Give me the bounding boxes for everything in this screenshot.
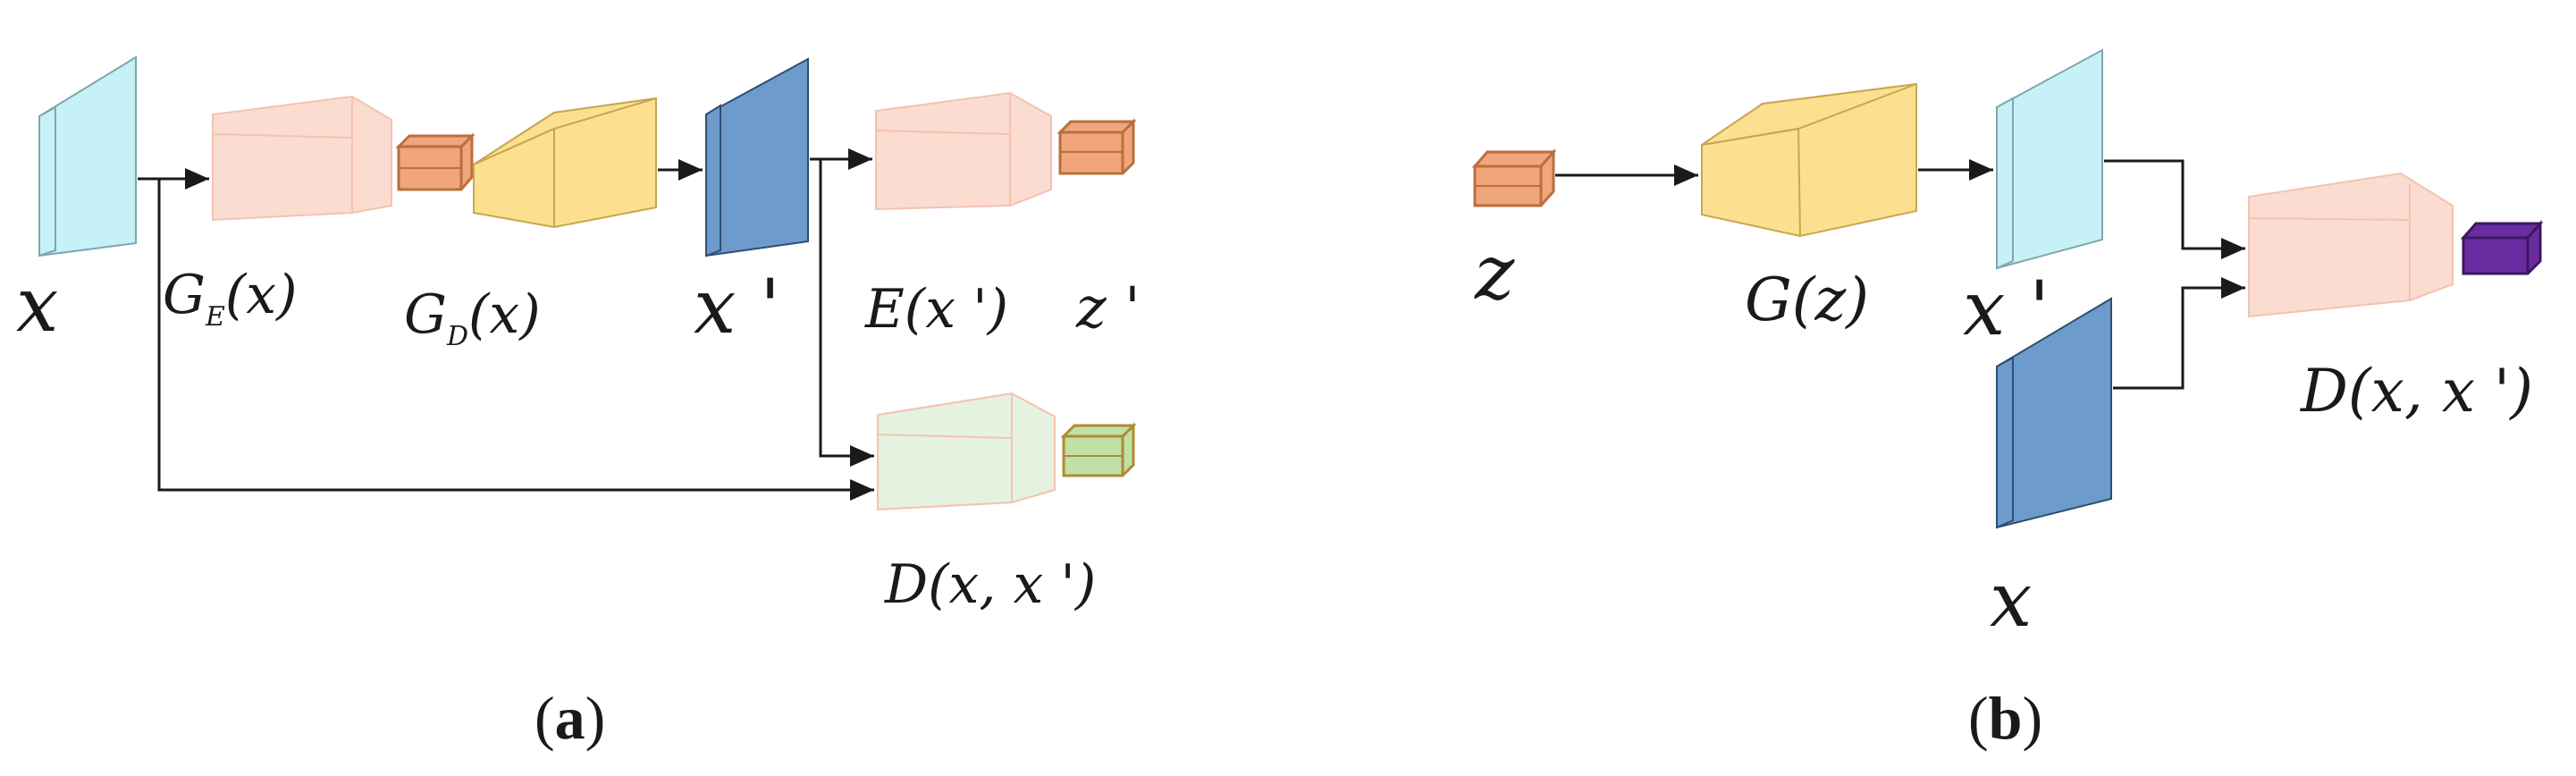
- label-x-b: x: [1990, 556, 2032, 644]
- discriminator-d-block-b: [2248, 172, 2454, 318]
- arrow-x-to-discriminator-b: [2113, 277, 2245, 390]
- caption-a: (a): [535, 684, 605, 752]
- arrow-x-prime-to-discriminator-b: [2104, 159, 2245, 259]
- label-ge-main: G: [163, 264, 206, 326]
- arrow-x-to-discriminator: [157, 179, 874, 501]
- decoder-gd-block: [473, 97, 657, 229]
- reconstructed-image-x-prime-block: [705, 57, 809, 257]
- panel-a-connections: [138, 148, 874, 501]
- encoder-e-block: [875, 91, 1052, 211]
- label-z-b: z: [1474, 229, 1515, 316]
- label-gd: GD(x): [404, 283, 541, 352]
- label-gd-sub: D: [446, 321, 468, 352]
- label-z-prime: z ': [1075, 275, 1141, 342]
- panel-b: z G(z) x ' x D(x, x ') (b): [1471, 48, 2544, 752]
- caption-b: (b): [1968, 684, 2042, 752]
- latent-z-block: [395, 132, 476, 191]
- label-x-a: x: [16, 261, 58, 349]
- arrow-x-prime-to-discriminator: [819, 159, 874, 467]
- panel-b-connections: [1555, 159, 2245, 390]
- latent-z-block-b: [1471, 148, 1557, 207]
- generated-image-x-prime-block: [1996, 48, 2103, 270]
- label-ge-sub: E: [205, 301, 225, 333]
- label-d-x-x-prime-a: D(x, x '): [884, 553, 1096, 616]
- panel-a: x GE(x) GD(x) x ' E(x ') z ' D(x, x ') (…: [16, 55, 1141, 752]
- discriminator-d-block-a: [877, 392, 1056, 511]
- latent-z-prime-block: [1056, 118, 1137, 175]
- encoder-ge-block: [212, 95, 392, 222]
- label-ge: GE(x): [163, 264, 298, 333]
- label-g-z: G(z): [1745, 266, 1869, 334]
- input-image-x-block: [38, 55, 137, 257]
- discriminator-output-green-block: [1060, 422, 1137, 477]
- discriminator-output-purple-block: [2460, 220, 2544, 275]
- label-gd-main: G: [404, 283, 447, 346]
- label-gd-arg: (x): [468, 283, 541, 346]
- generator-g-block: [1701, 82, 1917, 238]
- label-e-x-prime: E(x '): [864, 278, 1008, 341]
- label-x-prime-b: x ': [1963, 265, 2050, 352]
- real-image-x-block: [1996, 297, 2112, 529]
- label-x-prime-a: x ': [694, 263, 780, 350]
- label-ge-arg: (x): [225, 264, 298, 326]
- label-d-x-x-prime-b: D(x, x '): [2300, 357, 2533, 426]
